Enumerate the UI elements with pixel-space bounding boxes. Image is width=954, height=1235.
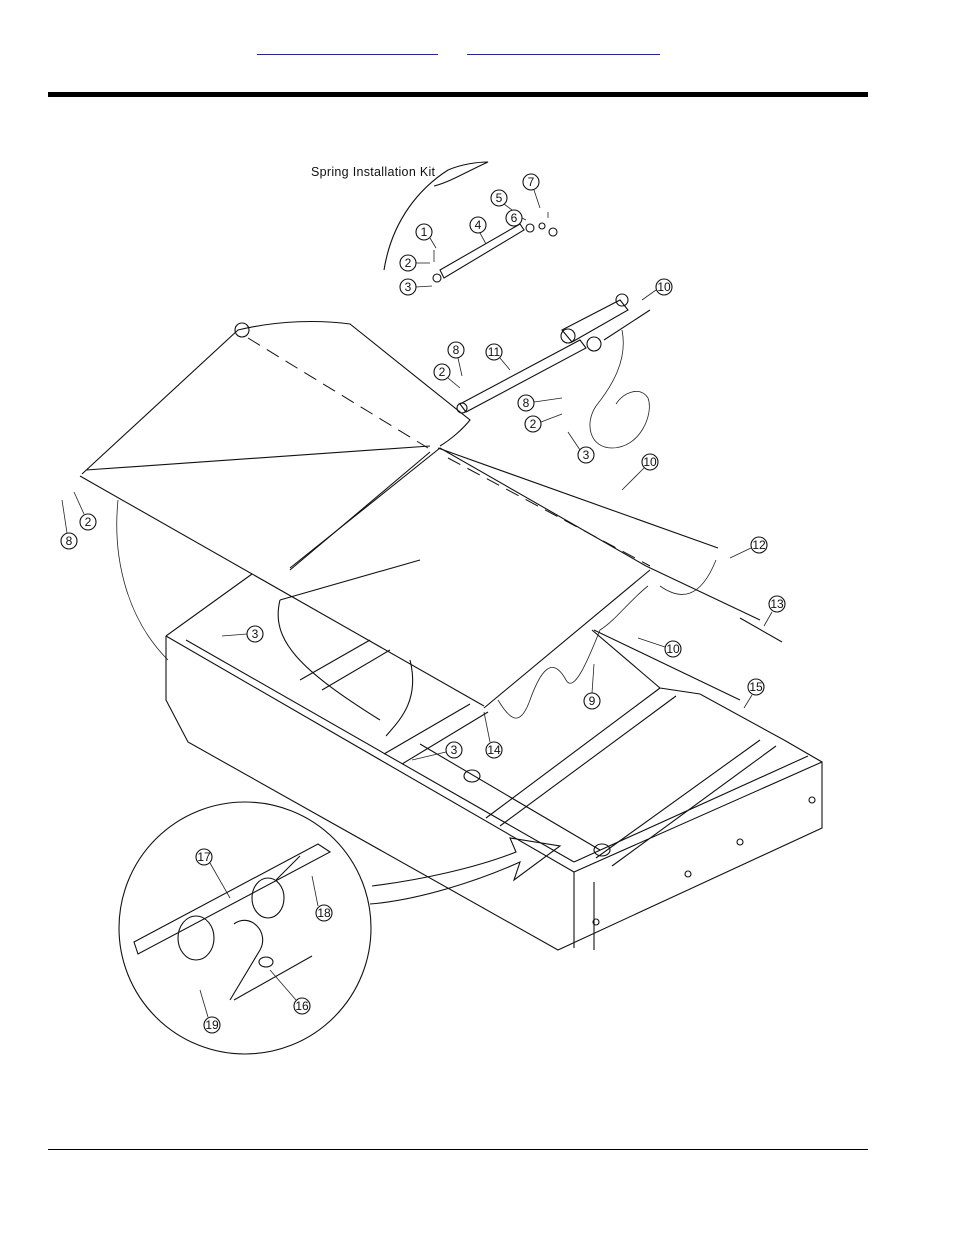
callout-17: 17	[195, 848, 231, 899]
callout-8-right: 8	[517, 394, 563, 412]
svg-text:10: 10	[657, 280, 671, 294]
svg-text:3: 3	[405, 280, 412, 294]
svg-text:3: 3	[583, 448, 590, 462]
header-link-1[interactable]	[257, 38, 438, 55]
callout-13: 13	[763, 595, 786, 627]
svg-text:2: 2	[439, 365, 446, 379]
svg-text:18: 18	[317, 906, 331, 920]
callout-2-mid: 2	[433, 363, 461, 389]
svg-text:8: 8	[453, 343, 460, 357]
header-rule	[48, 92, 868, 97]
callout-11: 11	[485, 343, 511, 371]
svg-text:13: 13	[770, 597, 784, 611]
callout-3-front: 3	[411, 741, 463, 761]
svg-text:15: 15	[749, 680, 763, 694]
svg-text:17: 17	[197, 850, 211, 864]
callout-7: 7	[522, 173, 541, 209]
svg-text:4: 4	[475, 218, 482, 232]
detail-magnifier	[118, 801, 562, 1055]
svg-text:1: 1	[421, 225, 428, 239]
spring-kit-inset: Spring Installation Kit	[311, 161, 558, 283]
svg-text:8: 8	[66, 534, 73, 548]
callout-6: 6	[505, 209, 527, 227]
svg-text:6: 6	[511, 211, 518, 225]
svg-text:2: 2	[405, 256, 412, 270]
hook-spring-assembly	[456, 293, 651, 449]
callout-19: 19	[199, 989, 221, 1034]
callout-9: 9	[583, 663, 601, 710]
callout-10-tarp: 10	[621, 453, 659, 491]
kit-label: Spring Installation Kit	[311, 165, 436, 179]
callout-8-mid: 8	[447, 341, 465, 377]
callout-4: 4	[469, 216, 487, 245]
callout-1: 1	[415, 223, 437, 249]
svg-text:2: 2	[85, 515, 92, 529]
callout-10-top: 10	[641, 278, 673, 301]
callout-2-left: 2	[73, 491, 97, 531]
callout-10-body: 10	[637, 637, 682, 658]
callout-18: 18	[311, 875, 333, 922]
svg-text:14: 14	[487, 743, 501, 757]
callout-16: 16	[269, 969, 311, 1015]
callout-8-left: 8	[60, 499, 78, 550]
callouts: 1 2 3 4 5 6 7 10 8 11 2 8 2 3 10 8 2 12 …	[60, 173, 786, 1034]
svg-text:10: 10	[666, 642, 680, 656]
header-link-2[interactable]	[467, 38, 660, 55]
callout-12: 12	[729, 536, 768, 559]
callout-14: 14	[483, 711, 503, 759]
svg-text:3: 3	[451, 743, 458, 757]
callout-2-kit: 2	[399, 254, 430, 272]
callout-3-kit: 3	[399, 278, 433, 296]
svg-text:19: 19	[205, 1018, 219, 1032]
callout-5: 5	[490, 189, 513, 211]
callout-2-right: 2	[524, 413, 563, 433]
tarp-cover	[79, 320, 783, 719]
svg-text:16: 16	[295, 999, 309, 1013]
svg-text:2: 2	[530, 417, 537, 431]
svg-text:3: 3	[252, 627, 259, 641]
callout-15: 15	[743, 678, 765, 709]
callout-3-right: 3	[567, 431, 595, 464]
svg-text:11: 11	[488, 345, 501, 359]
callout-3-body: 3	[221, 625, 264, 643]
footer-rule	[48, 1149, 868, 1150]
svg-text:8: 8	[523, 396, 530, 410]
svg-text:7: 7	[528, 175, 535, 189]
svg-text:12: 12	[752, 538, 766, 552]
svg-text:5: 5	[496, 191, 503, 205]
svg-text:9: 9	[589, 694, 596, 708]
hopper-body	[165, 559, 823, 951]
svg-text:10: 10	[643, 455, 657, 469]
